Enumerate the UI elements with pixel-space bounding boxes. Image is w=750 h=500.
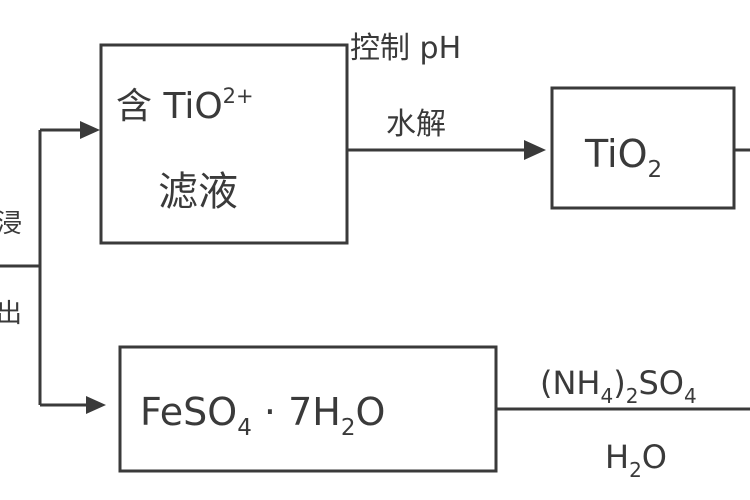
feso4-box (118, 345, 498, 473)
tio2-box (550, 86, 736, 210)
tio-filtrate-box (99, 43, 349, 245)
left-source-label-top: 浸 (0, 209, 22, 239)
hydrolysis-action-label: 水解 (386, 107, 446, 142)
tio2-node: TiO2 (550, 86, 736, 210)
hydrolysis-condition-label: 控制 pH (350, 31, 461, 66)
water-label: H2O (605, 438, 667, 482)
tio2-label: TiO2 (584, 132, 662, 183)
arrowhead-top-branch (80, 121, 100, 139)
hydrolysis-arrowhead (524, 140, 546, 160)
tio-filtrate-line2: 滤液 (158, 169, 238, 215)
tio-filtrate-node: 含 TiO2+ 滤液 (99, 43, 349, 245)
arrowhead-bottom-branch (86, 396, 106, 414)
feso4-node: FeSO4 · 7H2O (118, 345, 498, 473)
ammonium-sulfate-label: (NH4)2SO4 (540, 364, 697, 408)
left-source-label-bottom: 出 (0, 299, 22, 329)
tio-filtrate-line1: 含 TiO2+ (116, 84, 254, 127)
feso4-label: FeSO4 · 7H2O (140, 390, 385, 441)
